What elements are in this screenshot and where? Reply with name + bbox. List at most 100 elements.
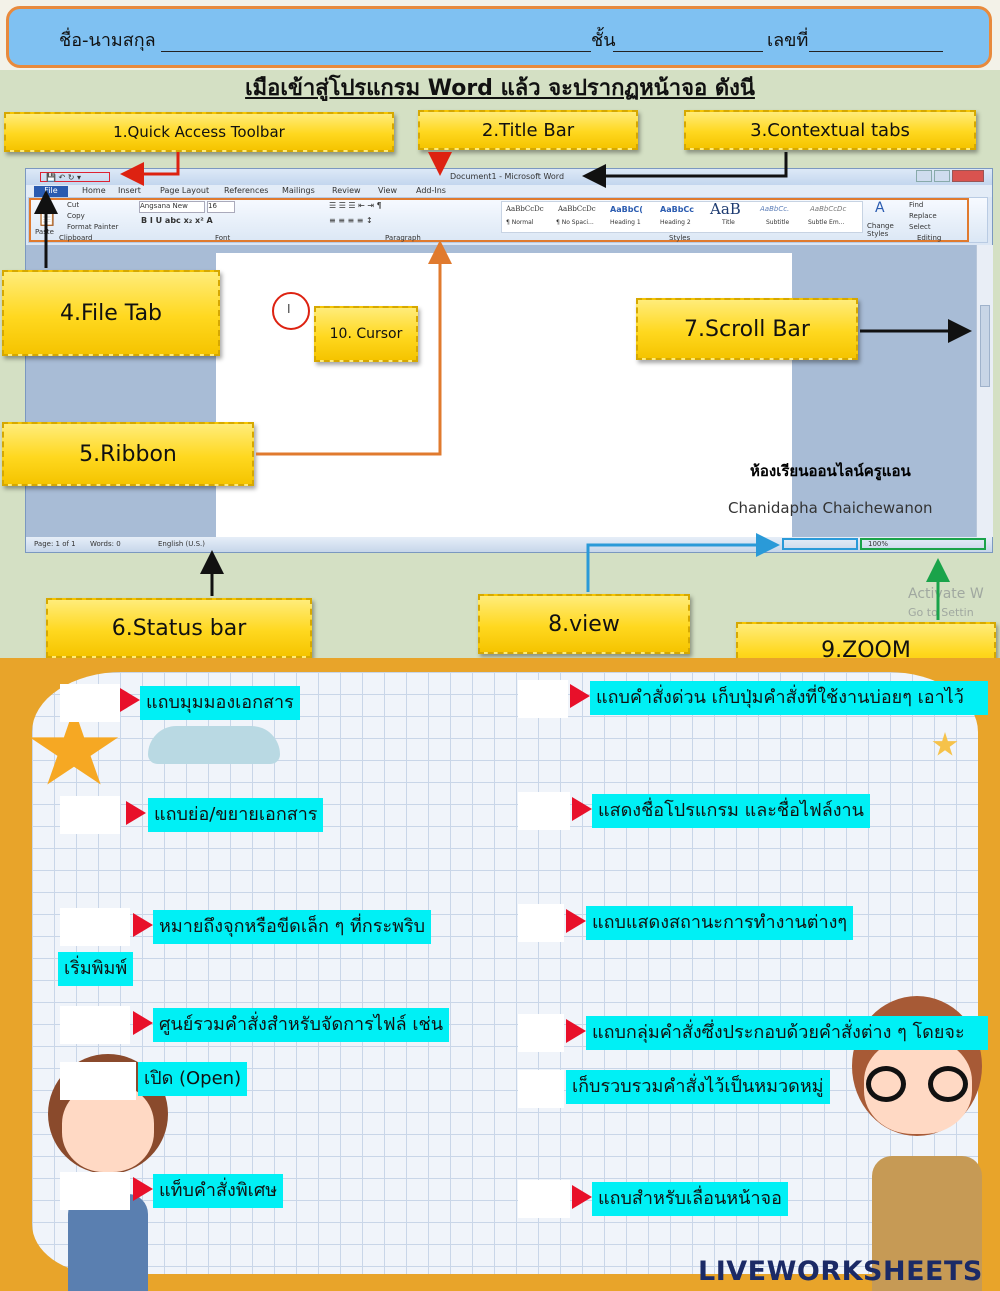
- status-bar: Page: 1 of 1 Words: 0 English (U.S.) 100…: [26, 537, 992, 552]
- callout-title-bar: 2.Title Bar: [418, 110, 638, 150]
- style-sample[interactable]: AaB: [710, 200, 741, 218]
- find-button[interactable]: Find: [909, 201, 924, 209]
- answer-label: แถบแสดงสถานะการทำงานต่างๆ: [586, 906, 854, 940]
- style-sample[interactable]: AaBbCc.: [760, 205, 790, 213]
- tab-insert[interactable]: Insert: [118, 186, 141, 195]
- arrows-layer: [34, 152, 972, 620]
- number-label: เลขที่: [767, 30, 809, 51]
- tab-home[interactable]: Home: [82, 186, 106, 195]
- align-icons[interactable]: ≡ ≡ ≡ ≡ ↕: [329, 216, 373, 225]
- style-name: Title: [722, 219, 735, 226]
- ribbon-highlight: [29, 198, 969, 242]
- answer-input[interactable]: [518, 680, 568, 718]
- answer-input[interactable]: [60, 1006, 130, 1044]
- answer-input[interactable]: [518, 1070, 564, 1108]
- answer-input[interactable]: [60, 796, 120, 834]
- cursor-highlight: [272, 292, 310, 330]
- maximize-icon[interactable]: [934, 170, 950, 182]
- answer-label: แถบกลุ่มคำสั่งซึ่งประกอบด้วยคำสั่งต่าง ๆ…: [586, 1016, 988, 1050]
- liveworksheets-logo: LIVEWORKSHEETS: [698, 1256, 983, 1287]
- name-field[interactable]: [161, 51, 591, 52]
- callout-view: 8.view: [478, 594, 690, 654]
- zoom-slider[interactable]: [860, 538, 986, 550]
- change-styles-button[interactable]: Change Styles: [867, 222, 894, 238]
- copy-button[interactable]: Copy: [67, 212, 85, 220]
- answer-label-continuation: เก็บรวบรวมคำสั่งไว้เป็นหมวดหมู่: [566, 1070, 830, 1104]
- name-label: ชื่อ-นามสกุล: [59, 30, 156, 51]
- tab-view[interactable]: View: [378, 186, 397, 195]
- tab-review[interactable]: Review: [332, 186, 361, 195]
- minimize-icon[interactable]: [916, 170, 932, 182]
- answer-label-continuation: เริ่มพิมพ์: [58, 952, 134, 986]
- grid-paper: [32, 672, 978, 1274]
- answer-input[interactable]: [60, 908, 130, 946]
- qat-arrow: [120, 152, 180, 186]
- answer-label-continuation: เปิด (Open): [138, 1062, 248, 1096]
- answer-label: แสดงชื่อโปรแกรม และชื่อไฟล์งาน: [592, 794, 870, 828]
- class-label: ชั้น: [591, 30, 616, 51]
- view-buttons[interactable]: [782, 538, 858, 550]
- cut-button[interactable]: Cut: [67, 201, 80, 209]
- tab-page-layout[interactable]: Page Layout: [160, 186, 210, 195]
- status-language[interactable]: English (U.S.): [158, 540, 205, 548]
- class-field[interactable]: [613, 51, 763, 52]
- contextual-tabs-arrow: [582, 152, 788, 188]
- style-name: Heading 2: [660, 219, 691, 226]
- callout-ribbon: 5.Ribbon: [2, 422, 254, 486]
- callout-file-tab: 4.File Tab: [2, 270, 220, 356]
- answer-input[interactable]: [518, 792, 570, 830]
- pointer-arrow-icon: [572, 797, 592, 821]
- answer-label: ศูนย์รวมคำสั่งสำหรับจัดการไฟล์ เช่น: [153, 1008, 450, 1042]
- ribbon-arrow: [256, 240, 452, 456]
- status-words: Words: 0: [90, 540, 121, 548]
- answer-label: แถบมุมมองเอกสาร: [140, 686, 300, 720]
- answer-input[interactable]: [60, 1172, 130, 1210]
- qat-icons[interactable]: 💾 ↶ ↻ ▾: [46, 173, 82, 182]
- group-styles: Styles: [669, 234, 691, 242]
- status-page: Page: 1 of 1: [34, 540, 76, 548]
- answer-input[interactable]: [60, 1062, 136, 1100]
- select-button[interactable]: Select: [909, 223, 931, 231]
- tab-references[interactable]: References: [224, 186, 269, 195]
- answer-label: แถบคำสั่งด่วน เก็บปุ่มคำสั่งที่ใช้งานบ่อ…: [590, 681, 988, 715]
- style-sample[interactable]: AaBbCc: [660, 205, 695, 214]
- style-sample[interactable]: AaBbCcDc: [558, 205, 596, 213]
- scroll-bar[interactable]: [976, 245, 993, 537]
- list-icons[interactable]: ☰ ☰ ☰ ⇤ ⇥ ¶: [329, 201, 382, 210]
- qat-highlight: [40, 172, 110, 182]
- answer-input[interactable]: [518, 1014, 564, 1052]
- style-name: Subtitle: [766, 219, 790, 226]
- number-field[interactable]: [809, 51, 943, 52]
- tab-mailings[interactable]: Mailings: [282, 186, 315, 195]
- font-size-select[interactable]: 16: [207, 201, 235, 213]
- format-painter-button[interactable]: Format Painter: [67, 223, 119, 231]
- activate-windows-sub: Go to Settin: [908, 606, 974, 619]
- pointer-arrow-icon: [566, 909, 586, 933]
- close-icon[interactable]: [952, 170, 984, 182]
- pointer-arrow-icon: [572, 1185, 592, 1209]
- answer-input[interactable]: [518, 1180, 570, 1218]
- font-name-select[interactable]: Angsana New: [139, 201, 205, 213]
- page-subtitle: เมือเข้าสู่โปรแกรม Word แล้ว จะปรากฏหน้า…: [245, 76, 755, 101]
- replace-button[interactable]: Replace: [909, 212, 937, 220]
- style-name: ¶ No Spaci...: [556, 219, 594, 226]
- ribbon-tabs: File Home Insert Page Layout References …: [26, 185, 992, 197]
- style-sample[interactable]: AaBbCcDc: [810, 205, 847, 213]
- paste-button[interactable]: Paste: [35, 228, 54, 236]
- activate-windows-text: Activate W: [908, 586, 984, 602]
- font-format-icons[interactable]: B I U abc x₂ x² A: [141, 216, 213, 225]
- ribbon: 📋 Paste Cut Copy Format Painter Clipboar…: [28, 197, 988, 243]
- group-font: Font: [215, 234, 231, 242]
- style-sample[interactable]: AaBbC(: [610, 205, 643, 214]
- window-title: Document1 - Microsoft Word: [450, 172, 565, 181]
- callout-cursor: 10. Cursor: [314, 306, 418, 362]
- style-sample[interactable]: AaBbCcDc: [506, 205, 544, 213]
- answer-input[interactable]: [60, 684, 120, 722]
- answer-input[interactable]: [518, 904, 564, 942]
- tab-addins[interactable]: Add-Ins: [416, 186, 446, 195]
- student-info-header: ชื่อ-นามสกุล ชั้น เลขที่: [6, 6, 992, 68]
- cloud-decoration: [148, 726, 280, 764]
- change-styles-icon[interactable]: A: [875, 200, 885, 216]
- scroll-thumb[interactable]: [980, 305, 990, 387]
- pointer-arrow-icon: [126, 801, 146, 825]
